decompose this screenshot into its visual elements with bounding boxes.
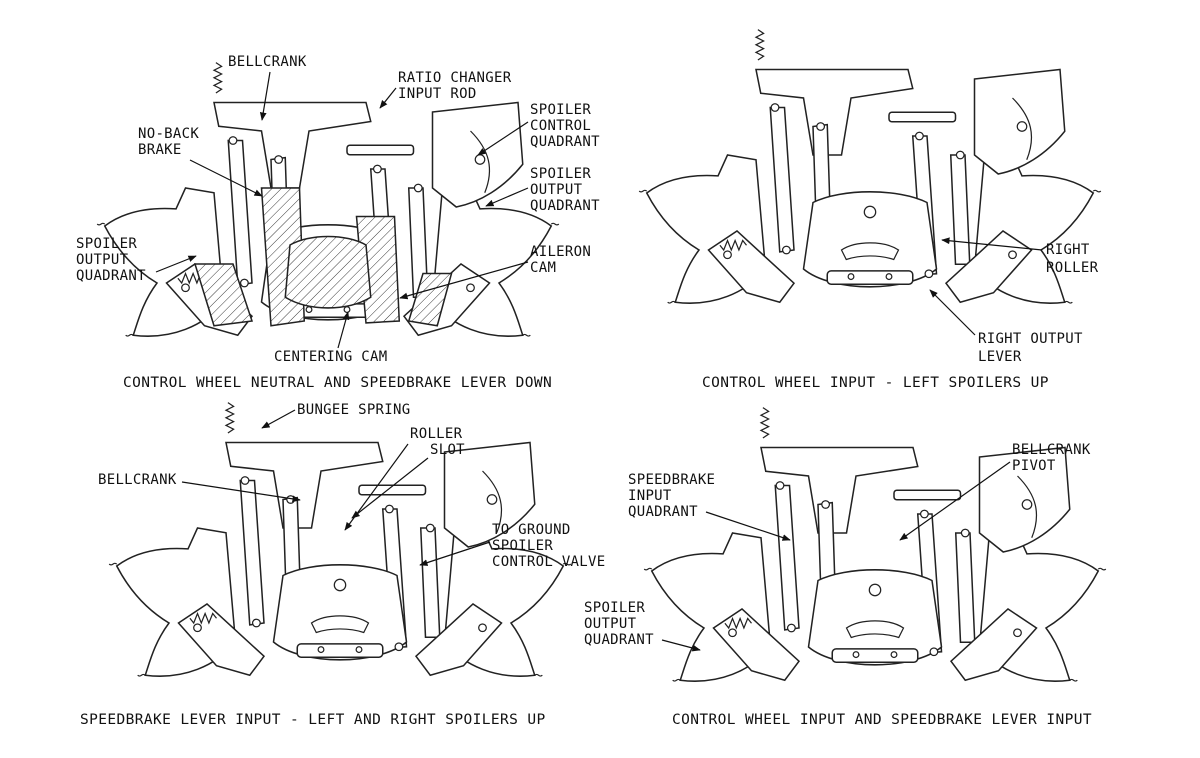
label-centering-cam: CENTERING CAM: [274, 349, 387, 365]
label-speedbrake-input-2: INPUT: [628, 488, 672, 504]
label-spoiler-output-r-2: OUTPUT: [530, 182, 583, 198]
panel-combined-input: BELLCRANK PIVOT SPEEDBRAKE INPUT QUADRAN…: [584, 406, 1107, 728]
label-aileron-cam-1: AILERON: [530, 244, 591, 260]
label-speedbrake-input-1: SPEEDBRAKE: [628, 472, 715, 488]
label-spoiler-output-4-1: SPOILER: [584, 600, 645, 616]
label-spoiler-output-l-2: OUTPUT: [76, 252, 129, 268]
label-no-back-2: BRAKE: [138, 142, 182, 158]
label-spoiler-output-r-3: QUADRANT: [530, 198, 600, 214]
label-ratio-changer-2: INPUT ROD: [398, 86, 477, 102]
label-to-ground-1: TO GROUND: [492, 522, 571, 538]
panel-neutral: BELLCRANK RATIO CHANGER INPUT ROD NO-BAC…: [76, 54, 600, 391]
label-to-ground-2: SPOILER: [492, 538, 553, 554]
label-spoiler-output-l-1: SPOILER: [76, 236, 137, 252]
label-roller: ROLLER: [410, 426, 463, 442]
label-bellcrank-pivot-1: BELLCRANK: [1012, 442, 1091, 458]
mechanism-neutral: [96, 61, 560, 337]
caption-speedbrake-input: SPEEDBRAKE LEVER INPUT - LEFT AND RIGHT …: [80, 712, 546, 728]
label-spoiler-control-3: QUADRANT: [530, 134, 600, 150]
caption-combined-input: CONTROL WHEEL INPUT AND SPEEDBRAKE LEVER…: [672, 712, 1092, 728]
label-slot: SLOT: [430, 442, 465, 458]
label-bellcrank: BELLCRANK: [228, 54, 307, 70]
label-bungee-spring: BUNGEE SPRING: [297, 402, 410, 418]
label-spoiler-output-4-2: OUTPUT: [584, 616, 637, 632]
label-speedbrake-input-3: QUADRANT: [628, 504, 698, 520]
panel-speedbrake-input: BUNGEE SPRING ROLLER SLOT BELLCRANK TO G…: [80, 401, 605, 728]
label-right-roller-1: RIGHT: [1046, 242, 1090, 258]
label-bellcrank-3: BELLCRANK: [98, 472, 177, 488]
caption-wheel-input: CONTROL WHEEL INPUT - LEFT SPOILERS UP: [702, 375, 1049, 391]
label-ratio-changer-1: RATIO CHANGER: [398, 70, 512, 86]
label-aileron-cam-2: CAM: [530, 260, 556, 276]
label-spoiler-output-r-1: SPOILER: [530, 166, 591, 182]
label-spoiler-output-l-3: QUADRANT: [76, 268, 146, 284]
mechanism-wheel-input: [638, 28, 1102, 304]
label-right-roller-2: ROLLER: [1046, 260, 1099, 276]
label-bellcrank-pivot-2: PIVOT: [1012, 458, 1056, 474]
label-right-output-1: RIGHT OUTPUT: [978, 331, 1083, 347]
label-spoiler-control-2: CONTROL: [530, 118, 591, 134]
label-right-output-2: LEVER: [978, 349, 1022, 365]
caption-neutral: CONTROL WHEEL NEUTRAL AND SPEEDBRAKE LEV…: [123, 375, 552, 391]
label-spoiler-output-4-3: QUADRANT: [584, 632, 654, 648]
label-spoiler-control-1: SPOILER: [530, 102, 591, 118]
label-no-back-1: NO-BACK: [138, 126, 199, 142]
panel-wheel-input: RIGHT ROLLER RIGHT OUTPUT LEVER CONTROL …: [638, 28, 1102, 391]
label-to-ground-3: CONTROL VALVE: [492, 554, 605, 570]
